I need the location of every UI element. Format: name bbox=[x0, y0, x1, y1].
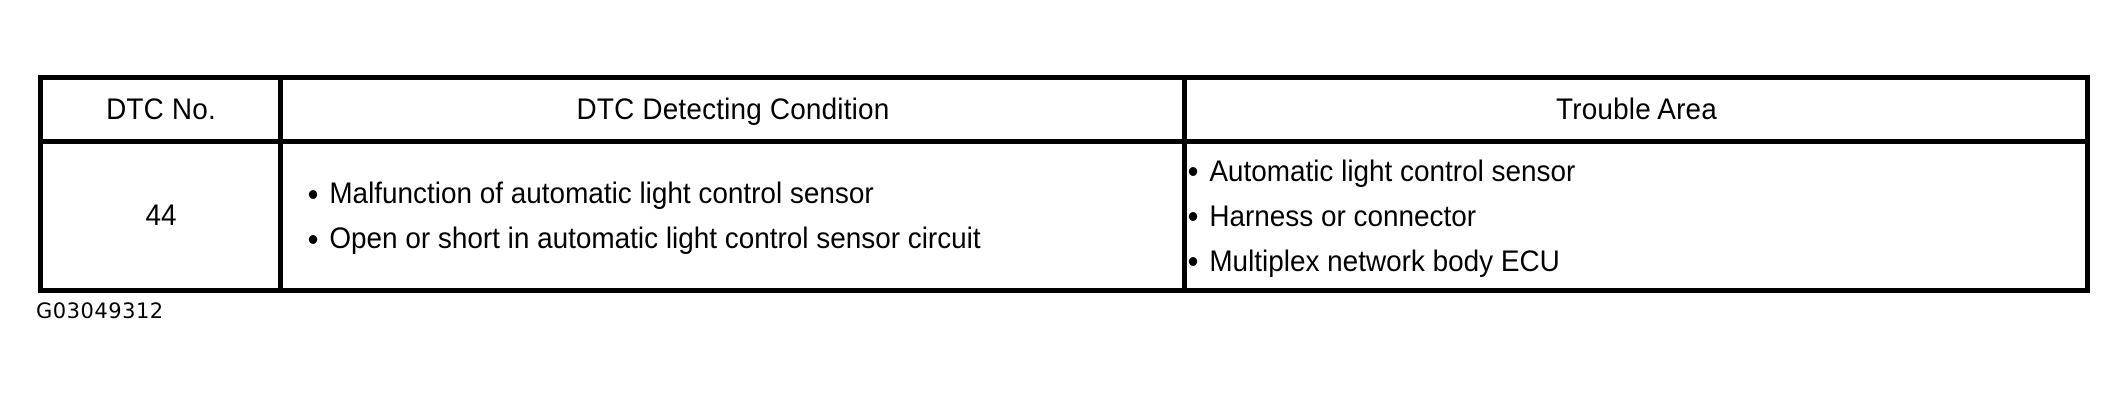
column-header-dtc-no-label: DTC No. bbox=[105, 92, 216, 126]
list-item: Multiplex network body ECU bbox=[1187, 239, 2022, 284]
list-item: Automatic light control sensor bbox=[1187, 149, 2022, 194]
table-body: 44 Malfunction of automatic light contro… bbox=[41, 139, 2090, 293]
cell-dtc-no: 44 bbox=[46, 139, 275, 293]
dtc-table: DTC No. DTC Detecting Condition Trouble … bbox=[38, 75, 2090, 293]
detecting-condition-list: Malfunction of automatic light control s… bbox=[307, 171, 1182, 261]
dtc-table-container: DTC No. DTC Detecting Condition Trouble … bbox=[38, 75, 2090, 293]
bullet-icon bbox=[1188, 257, 1198, 266]
list-item: Open or short in automatic light control… bbox=[307, 216, 1121, 261]
table-header-row: DTC No. DTC Detecting Condition Trouble … bbox=[41, 75, 2088, 144]
dtc-number-value: 44 bbox=[144, 199, 177, 232]
bullet-icon bbox=[308, 189, 318, 199]
list-item-text: Multiplex network body ECU bbox=[1209, 244, 1560, 278]
list-item-text: Malfunction of automatic light control s… bbox=[329, 177, 874, 210]
bullet-icon bbox=[1188, 167, 1198, 176]
list-item-text: Automatic light control sensor bbox=[1209, 154, 1576, 188]
column-header-dtc-no: DTC No. bbox=[46, 75, 275, 144]
figure-caption: G03049312 bbox=[36, 299, 164, 323]
list-item-text: Open or short in automatic light control… bbox=[329, 222, 981, 255]
trouble-area-list: Automatic light control sensor Harness o… bbox=[1187, 149, 2085, 284]
table-row: 44 Malfunction of automatic light contro… bbox=[41, 139, 2090, 293]
bullet-icon bbox=[308, 234, 318, 244]
cell-detecting-condition: Malfunction of automatic light control s… bbox=[278, 139, 1187, 293]
column-header-trouble-area: Trouble Area bbox=[1213, 75, 2059, 144]
bullet-icon bbox=[1188, 212, 1198, 221]
column-header-detecting-condition: DTC Detecting Condition bbox=[309, 75, 1156, 144]
column-header-trouble-area-label: Trouble Area bbox=[1555, 92, 1717, 126]
cell-trouble-area: Automatic light control sensor Harness o… bbox=[1182, 139, 2090, 293]
list-item-text: Harness or connector bbox=[1209, 199, 1477, 233]
list-item: Malfunction of automatic light control s… bbox=[307, 171, 1121, 216]
list-item: Harness or connector bbox=[1187, 194, 2022, 239]
column-header-detecting-condition-label: DTC Detecting Condition bbox=[576, 92, 889, 126]
table-header: DTC No. DTC Detecting Condition Trouble … bbox=[41, 75, 2088, 144]
